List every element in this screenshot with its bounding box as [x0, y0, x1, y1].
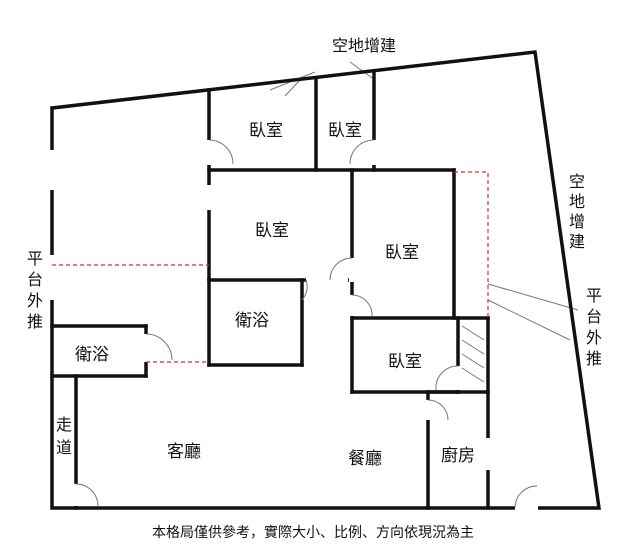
- annotation-platform-right-4: 推: [586, 349, 602, 368]
- annotation-platform-right-3: 外: [586, 328, 602, 347]
- label-living-room: 客廳: [167, 442, 201, 462]
- annotation-platform-left-3: 外: [27, 291, 43, 310]
- label-bedroom-e: 臥室: [388, 352, 422, 372]
- label-bathroom-b: 衛浴: [75, 345, 109, 365]
- annotation-vacant-right-1: 空: [569, 172, 585, 191]
- label-bedroom-b: 臥室: [328, 121, 362, 141]
- label-bedroom-c: 臥室: [255, 221, 289, 241]
- annotation-platform-left-1: 平: [27, 249, 43, 268]
- label-corridor-1: 走: [56, 415, 72, 434]
- label-kitchen: 廚房: [441, 445, 475, 466]
- annotation-platform-right-1: 平: [586, 286, 602, 305]
- footer-note: 本格局僅供參考，實際大小、比例、方向依現況為主: [152, 524, 474, 541]
- stair-marks: [461, 325, 485, 383]
- annotation-vacant-right-3: 增: [569, 212, 585, 231]
- label-bedroom-d: 臥室: [385, 243, 419, 263]
- door-gaps: [73, 140, 538, 511]
- label-bedroom-a: 臥室: [249, 121, 283, 141]
- annotation-platform-left-4: 推: [27, 312, 43, 331]
- annotation-platform-left-2: 台: [27, 270, 43, 289]
- door-swings: [75, 139, 538, 509]
- annotation-platform-right-2: 台: [586, 307, 602, 326]
- annotation-vacant-right-2: 地: [569, 192, 585, 211]
- label-corridor-2: 道: [56, 438, 72, 457]
- label-dining-room: 餐廳: [348, 449, 382, 469]
- annotation-vacant-top: 空地增建: [332, 36, 396, 55]
- annotation-vacant-right-4: 建: [569, 232, 585, 251]
- annotation-guides: [269, 61, 579, 341]
- extension-lines: [52, 171, 489, 363]
- label-bathroom-a: 衛浴: [235, 311, 269, 331]
